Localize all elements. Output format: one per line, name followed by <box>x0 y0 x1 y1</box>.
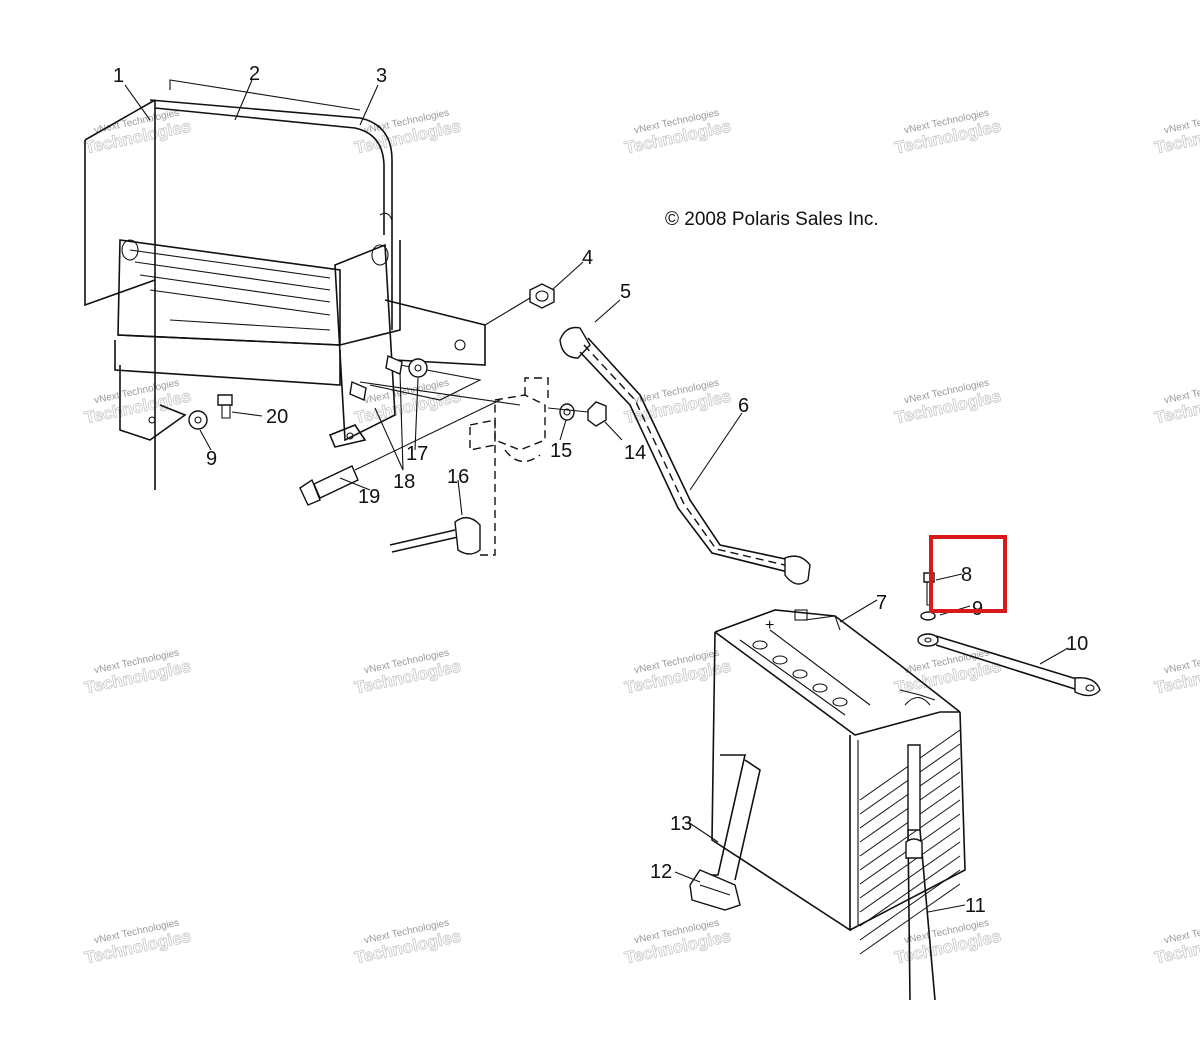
callout-8: 8 <box>961 564 972 586</box>
callout-9-left: 9 <box>206 448 217 470</box>
battery: + <box>711 609 966 955</box>
callout-17: 17 <box>406 443 428 465</box>
negative-terminal-hardware <box>917 572 1101 697</box>
hatch-line <box>859 855 961 927</box>
hatch-line <box>859 841 961 913</box>
hardware-group <box>188 283 607 556</box>
hatch-line <box>859 799 961 871</box>
callout-13: 13 <box>670 813 692 835</box>
callout-10: 10 <box>1066 633 1088 655</box>
callout-7: 7 <box>876 592 887 614</box>
copyright-text: © 2008 Polaris Sales Inc. <box>665 209 879 230</box>
callout-labels: 1 2 3 4 5 6 7 8 9 10 11 12 13 14 15 16 1… <box>113 63 1088 917</box>
leader-lines <box>124 79 1069 913</box>
callout-2: 2 <box>249 63 260 85</box>
hatch-line <box>859 827 961 899</box>
hold-down-strap <box>689 754 761 911</box>
callout-16: 16 <box>447 466 469 488</box>
battery-side-hatching <box>859 729 961 955</box>
highlight-box <box>929 535 1007 613</box>
callout-12: 12 <box>650 861 672 883</box>
callout-20: 20 <box>266 406 288 428</box>
callout-18: 18 <box>393 471 415 493</box>
callout-19: 19 <box>358 486 380 508</box>
battery-box <box>84 79 486 490</box>
positive-cable <box>559 326 811 585</box>
callout-4: 4 <box>582 247 593 269</box>
callout-14: 14 <box>624 442 646 464</box>
callout-11: 11 <box>965 895 986 917</box>
hatch-line <box>859 869 961 941</box>
hatch-line <box>859 883 961 955</box>
ground-cable <box>905 744 936 1001</box>
callout-5: 5 <box>620 281 631 303</box>
callout-1: 1 <box>113 65 124 87</box>
callout-3: 3 <box>376 65 387 87</box>
callout-15: 15 <box>550 440 572 462</box>
callout-6: 6 <box>738 395 749 417</box>
svg-text:+: + <box>765 617 774 634</box>
